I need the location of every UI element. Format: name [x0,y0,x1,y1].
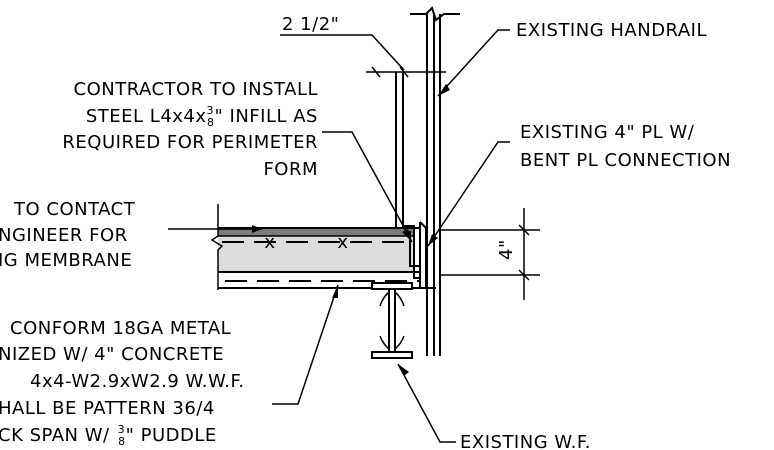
label-existing-pl-line1: EXISTING 4" PL W/ [520,122,695,143]
note-line: IG MEMBRANE [0,250,132,271]
note-line: FORM [263,159,318,180]
note-line: NIZED W/ 4" CONCRETE [0,344,224,365]
dimension-label-railing-offset: 2 1/2" [282,14,339,35]
note-metal-deck: CONFORM 18GA METAL NIZED W/ 4" CONCRETE … [0,318,245,448]
label-existing-wf: EXISTING W.F. [460,432,591,450]
leader-lines [168,29,510,443]
dimension-label-slab-depth: 4" [496,239,517,260]
existing-handrail [395,6,460,356]
dimension-slab-depth: 4" [440,208,540,300]
slab-break-line [210,204,224,290]
existing-plate [419,221,427,288]
note-line: HALL BE PATTERN 36/4 [0,398,215,419]
wwf-mark: x [337,232,348,253]
concrete-slab: x x [210,204,436,290]
existing-wf-beam [371,282,413,359]
note-line: NGINEER FOR [0,225,128,246]
wwf-mark: x [264,232,275,253]
dimension-railing-offset: 2 1/2" [280,14,446,78]
note-line: REQUIRED FOR PERIMETER [62,132,318,153]
slab-top-membrane [218,228,414,236]
note-line: CONFORM 18GA METAL [10,318,231,339]
label-existing-pl-line2: BENT PL CONNECTION [520,150,731,171]
note-line: TO CONTACT [13,199,136,220]
note-line: 4x4-W2.9xW2.9 W.W.F. [30,371,245,392]
note-line: CONTRACTOR TO INSTALL [74,79,318,100]
label-existing-handrail: EXISTING HANDRAIL [516,20,707,41]
note-membrane: TO CONTACT NGINEER FOR IG MEMBRANE [0,199,136,271]
